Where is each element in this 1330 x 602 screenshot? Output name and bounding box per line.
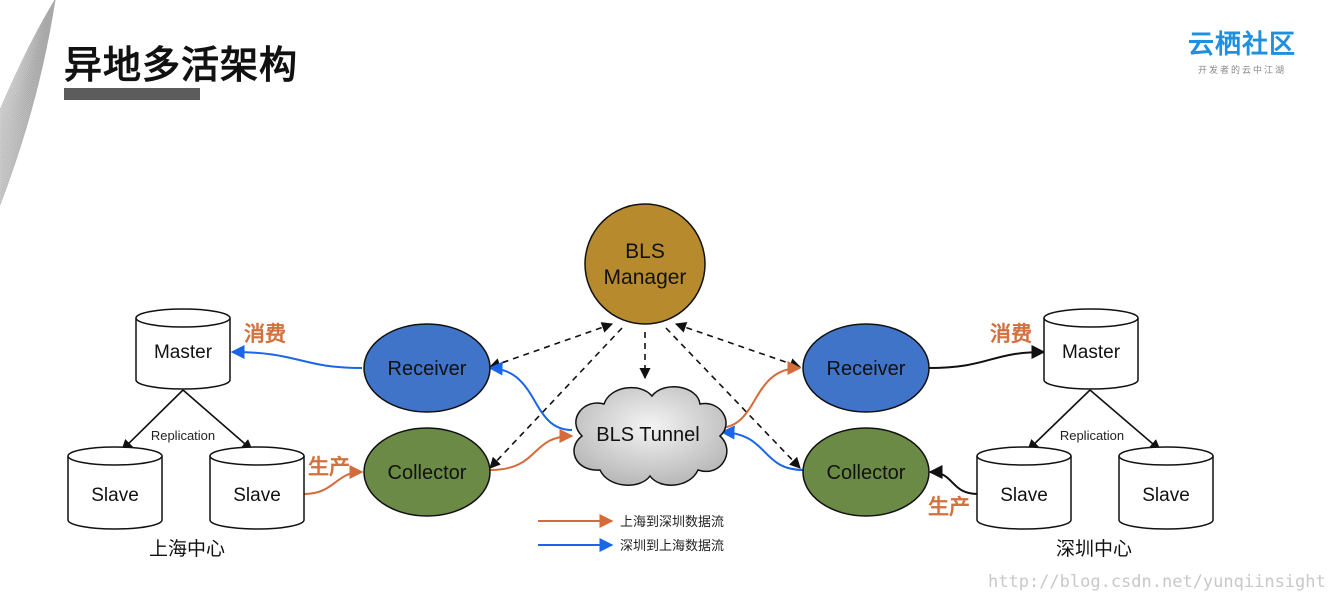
- shanghai-center-label: 上海中心: [149, 538, 225, 560]
- right-receiver-label: Receiver: [827, 358, 906, 380]
- left-slave-2-db: Slave: [209, 446, 305, 530]
- bls-tunnel-label: BLS Tunnel: [596, 424, 699, 446]
- right-slave-2-label: Slave: [1142, 485, 1190, 506]
- right-receiver-node: Receiver: [802, 323, 930, 413]
- replication-arrows: [121, 389, 1161, 451]
- legend-label-sz-to-sh: 深圳到上海数据流: [620, 539, 724, 554]
- right-slave-2-db: Slave: [1118, 446, 1214, 530]
- right-produce-label: 生产: [928, 495, 970, 519]
- left-slave-1-label: Slave: [91, 485, 139, 506]
- left-replication-label: Replication: [151, 428, 215, 443]
- right-replication-label: Replication: [1060, 428, 1124, 443]
- bls-manager-label-line2: Manager: [604, 266, 687, 289]
- right-slave-1-label: Slave: [1000, 485, 1048, 506]
- right-master-label: Master: [1062, 342, 1121, 363]
- watermark-url: http://blog.csdn.net/yunqiinsight: [988, 572, 1326, 592]
- yunqi-logo: 云栖社区 开发者的云中江湖: [1186, 24, 1298, 76]
- bls-manager-node: BLS Manager: [584, 203, 706, 325]
- left-slave-2-label: Slave: [233, 485, 281, 506]
- right-master-db: Master: [1043, 308, 1139, 390]
- left-master-label: Master: [154, 342, 213, 363]
- left-produce-label: 生产: [308, 455, 350, 479]
- data-flows: [230, 345, 1046, 495]
- manager-connections: [488, 322, 802, 469]
- right-slave-1-db: Slave: [976, 446, 1072, 530]
- left-consume-label: 消费: [244, 322, 286, 346]
- left-slave-1-db: Slave: [67, 446, 163, 530]
- legend: 上海到深圳数据流 深圳到上海数据流: [538, 514, 724, 554]
- page-title: 异地多活架构: [64, 43, 299, 87]
- left-master-db: Master: [135, 308, 231, 390]
- right-consume-label: 消费: [990, 322, 1032, 346]
- left-receiver-label: Receiver: [388, 358, 467, 380]
- right-collector-label: Collector: [827, 462, 906, 484]
- shenzhen-center-label: 深圳中心: [1056, 538, 1132, 560]
- logo-name: 云栖社区: [1187, 30, 1296, 60]
- left-receiver-node: Receiver: [363, 323, 491, 413]
- left-collector-node: Collector: [363, 427, 491, 517]
- left-collector-label: Collector: [388, 462, 467, 484]
- title-underline: [64, 88, 200, 100]
- bls-tunnel-node: BLS Tunnel: [573, 386, 728, 486]
- logo-tagline: 开发者的云中江湖: [1197, 66, 1286, 76]
- right-collector-node: Collector: [802, 427, 930, 517]
- legend-label-sh-to-sz: 上海到深圳数据流: [620, 515, 724, 530]
- bls-manager-label-line1: BLS: [625, 240, 665, 263]
